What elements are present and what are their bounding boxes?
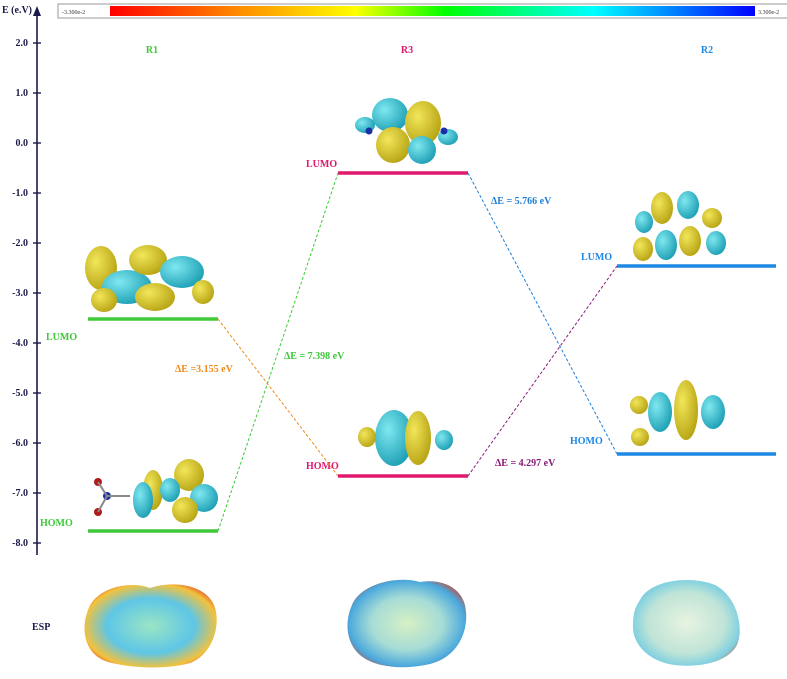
r1-molecule-name: R1 bbox=[146, 45, 158, 56]
gap-label-r1-r3: ΔE =3.155 eV bbox=[175, 364, 234, 375]
color-scale-min-label: -3.300e-2 bbox=[62, 10, 85, 16]
r3-homo-to-r2-lumo-connector bbox=[467, 265, 618, 477]
r3-homo-orbital-image bbox=[358, 410, 453, 466]
color-scale-max-label: 3.300e-2 bbox=[758, 10, 779, 16]
r2-homo-orbital-image bbox=[630, 380, 725, 446]
r3-lumo-label: LUMO bbox=[306, 159, 337, 170]
axis-arrow-icon bbox=[33, 6, 41, 16]
esp-maps bbox=[84, 579, 740, 668]
axis-tick-label-7: -5.0 bbox=[12, 388, 28, 399]
axis-tick-label-10: -8.0 bbox=[12, 538, 28, 549]
axis-tick-label-8: -6.0 bbox=[12, 438, 28, 449]
gap-label-cross: ΔE = 7.398 eV bbox=[284, 351, 345, 362]
axis-tick-label-9: -7.0 bbox=[12, 488, 28, 499]
r2-homo-label: HOMO bbox=[570, 436, 603, 447]
axis-tick-label-6: -4.0 bbox=[12, 338, 28, 349]
r3-homo-label: HOMO bbox=[306, 461, 339, 472]
r1-esp-map-image bbox=[84, 584, 217, 668]
r3-molecule-name: R3 bbox=[401, 45, 413, 56]
energy-axis: E (e.V) 2.0 1.0 0.0 -1.0 -2.0 -3.0 -4.0 -5.0 -6.… bbox=[2, 5, 41, 555]
r1-lumo-label: LUMO bbox=[46, 332, 77, 343]
r2-esp-map-image bbox=[632, 580, 740, 666]
r1-lumo-orbital-image bbox=[85, 245, 214, 312]
r1-homo-orbital-image bbox=[94, 459, 218, 523]
r2-lumo-label: LUMO bbox=[581, 252, 612, 263]
r3-lumo-to-r2-homo-connector bbox=[467, 172, 618, 455]
color-scale-gradient bbox=[110, 6, 755, 16]
gap-label-r3-r2: ΔE = 5.766 eV bbox=[491, 196, 552, 207]
esp-row-label: ESP bbox=[32, 622, 50, 633]
r1-lumo-to-r3-homo-connector bbox=[217, 318, 339, 477]
r2-lumo-orbital-image bbox=[633, 191, 726, 261]
r3-lumo-orbital-image bbox=[355, 98, 458, 164]
axis-tick-label-3: -1.0 bbox=[12, 188, 28, 199]
axis-tick-label-5: -3.0 bbox=[12, 288, 28, 299]
axis-label: E (e.V) bbox=[2, 5, 32, 16]
r3-esp-map-image bbox=[347, 579, 467, 668]
axis-tick-label-2: 0.0 bbox=[16, 138, 29, 149]
color-scale-bar: -3.300e-2 3.300e-2 bbox=[57, 3, 787, 19]
gap-label-r2-r3: ΔE = 4.297 eV bbox=[495, 458, 556, 469]
axis-tick-label-4: -2.0 bbox=[12, 238, 28, 249]
axis-tick-label-0: 2.0 bbox=[16, 38, 29, 49]
r1-homo-label: HOMO bbox=[40, 518, 73, 529]
r2-molecule-name: R2 bbox=[701, 45, 713, 56]
r1-homo-to-r3-lumo-connector bbox=[217, 172, 339, 532]
axis-tick-label-1: 1.0 bbox=[16, 88, 29, 99]
